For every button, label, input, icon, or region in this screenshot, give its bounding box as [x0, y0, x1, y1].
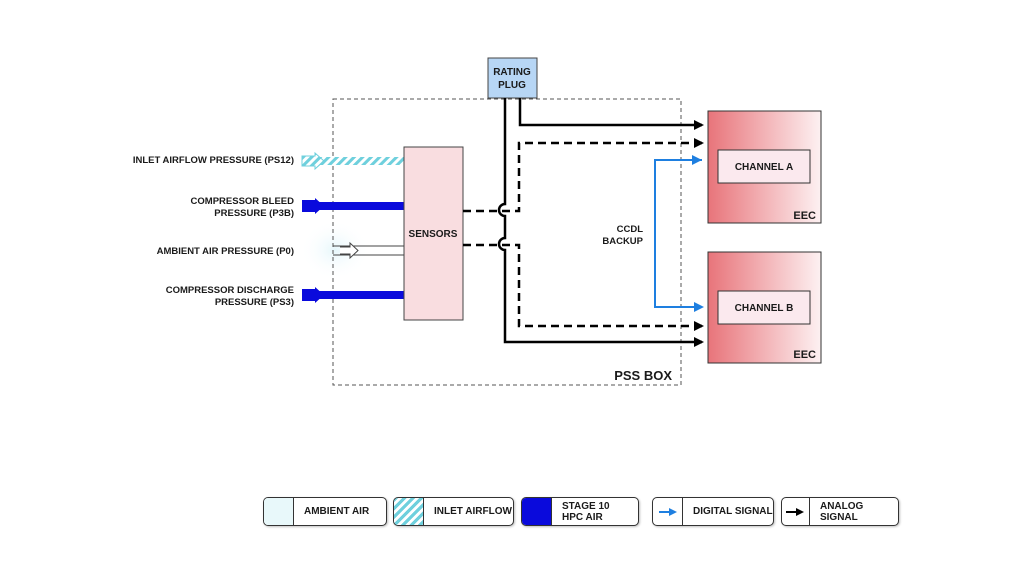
sensors-box	[403, 146, 464, 321]
ambient-air-pipe	[333, 245, 404, 256]
ccdl-label-line2: BACKUP	[602, 236, 643, 247]
pss-box-label: PSS BOX	[614, 368, 672, 383]
input-label-p3b-line2: PRESSURE (P3B)	[214, 208, 294, 219]
ps3-arrow-icon	[302, 287, 324, 303]
legend-analog-signal-label: ANALOG SIGNAL	[819, 500, 864, 523]
p3b-arrow-icon	[302, 198, 324, 214]
legend-ambient-air: AMBIENT AIR	[263, 497, 387, 526]
channel-a-box	[717, 149, 811, 184]
channel-b-label: CHANNEL B	[735, 303, 794, 314]
legend-inlet-airflow-label: INLET AIRFLOW	[434, 506, 512, 517]
input-label-ps3-line1: COMPRESSOR DISCHARGE	[166, 285, 294, 296]
digital-arrow-channel-a-icon	[692, 155, 702, 165]
input-label-p3b-line1: COMPRESSOR BLEED	[191, 196, 295, 207]
legend-inlet-airflow: INLET AIRFLOW	[393, 497, 514, 526]
rating-plug-label-line2: PLUG	[498, 80, 526, 91]
legend-digital-signal-label: DIGITAL SIGNAL	[693, 506, 773, 517]
eec-bottom-label: EEC	[793, 349, 816, 361]
legend-digital-signal: DIGITAL SIGNAL	[652, 497, 774, 526]
digital-signal-swatch	[653, 498, 683, 525]
ccdl-label-line1: CCDL	[617, 224, 644, 235]
channel-b-box	[717, 290, 811, 325]
legend-ambient-air-label: AMBIENT AIR	[304, 506, 370, 517]
stage10-hpc-air-swatch	[522, 498, 552, 525]
analog-signal-sensors-to-channel-b	[463, 243, 704, 331]
legend-stage10-line1: STAGE 10	[562, 500, 610, 512]
digital-arrow-icon	[658, 507, 677, 516]
analog-arrow-icon	[786, 507, 805, 516]
analog-signal-rating-to-channel-a	[518, 98, 704, 130]
inlet-airflow-arrow-icon	[301, 151, 325, 171]
sensors-label: SENSORS	[409, 229, 458, 240]
p3b-pipe	[302, 202, 404, 210]
analog-signal-swatch	[782, 498, 810, 525]
analog-signal-rating-to-channel-b	[497, 98, 704, 347]
ambient-air-swatch	[264, 498, 294, 525]
inlet-airflow-pipe	[302, 157, 404, 165]
input-label-ps12: INLET AIRFLOW PRESSURE (PS12)	[133, 155, 294, 166]
eec-top-label: EEC	[793, 210, 816, 222]
ps3-pipe	[302, 291, 404, 299]
ambient-air-arrow-icon	[340, 241, 359, 260]
rating-plug-label-line1: RATING	[493, 67, 531, 78]
channel-a-label: CHANNEL A	[735, 162, 793, 173]
legend-analog-signal: ANALOG SIGNAL	[781, 497, 899, 526]
input-label-p0: AMBIENT AIR PRESSURE (P0)	[157, 246, 294, 257]
legend-stage10-line2: HPC AIR	[562, 511, 603, 523]
input-label-ps3-line2: PRESSURE (PS3)	[215, 297, 294, 308]
pss-box	[332, 98, 682, 386]
inlet-airflow-swatch	[394, 498, 424, 525]
analog-signal-sensors-to-channel-a	[463, 138, 704, 213]
ambient-glow	[300, 220, 370, 280]
digital-signal-ccdl-backup	[654, 159, 704, 312]
rating-plug-box	[487, 57, 538, 99]
